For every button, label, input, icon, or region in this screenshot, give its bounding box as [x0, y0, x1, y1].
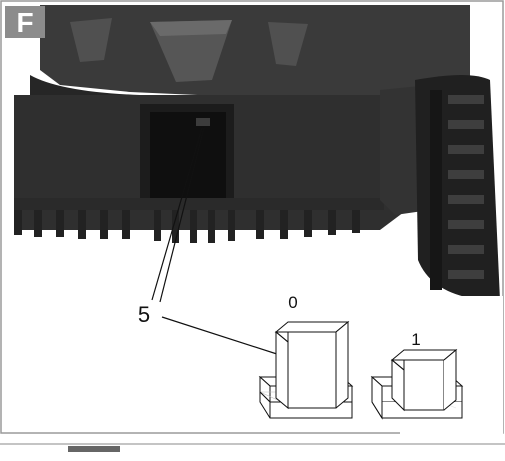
mower-photo	[3, 3, 503, 436]
bottom-tab	[68, 446, 120, 452]
figure-label: F	[16, 7, 33, 38]
switch-position-0: 0	[258, 293, 354, 419]
callout-leaders	[151, 127, 281, 356]
switch-position-0-label: 0	[288, 293, 297, 312]
switch-position-1-label: 1	[411, 330, 420, 349]
figure-label-badge: F	[5, 6, 45, 38]
callout-number: 5	[138, 302, 150, 327]
leader-switch-port-2	[159, 127, 205, 303]
leader-to-switch-port	[151, 127, 203, 301]
switch-position-1: 1	[370, 330, 464, 420]
leader-to-switch-diagram	[161, 316, 281, 356]
